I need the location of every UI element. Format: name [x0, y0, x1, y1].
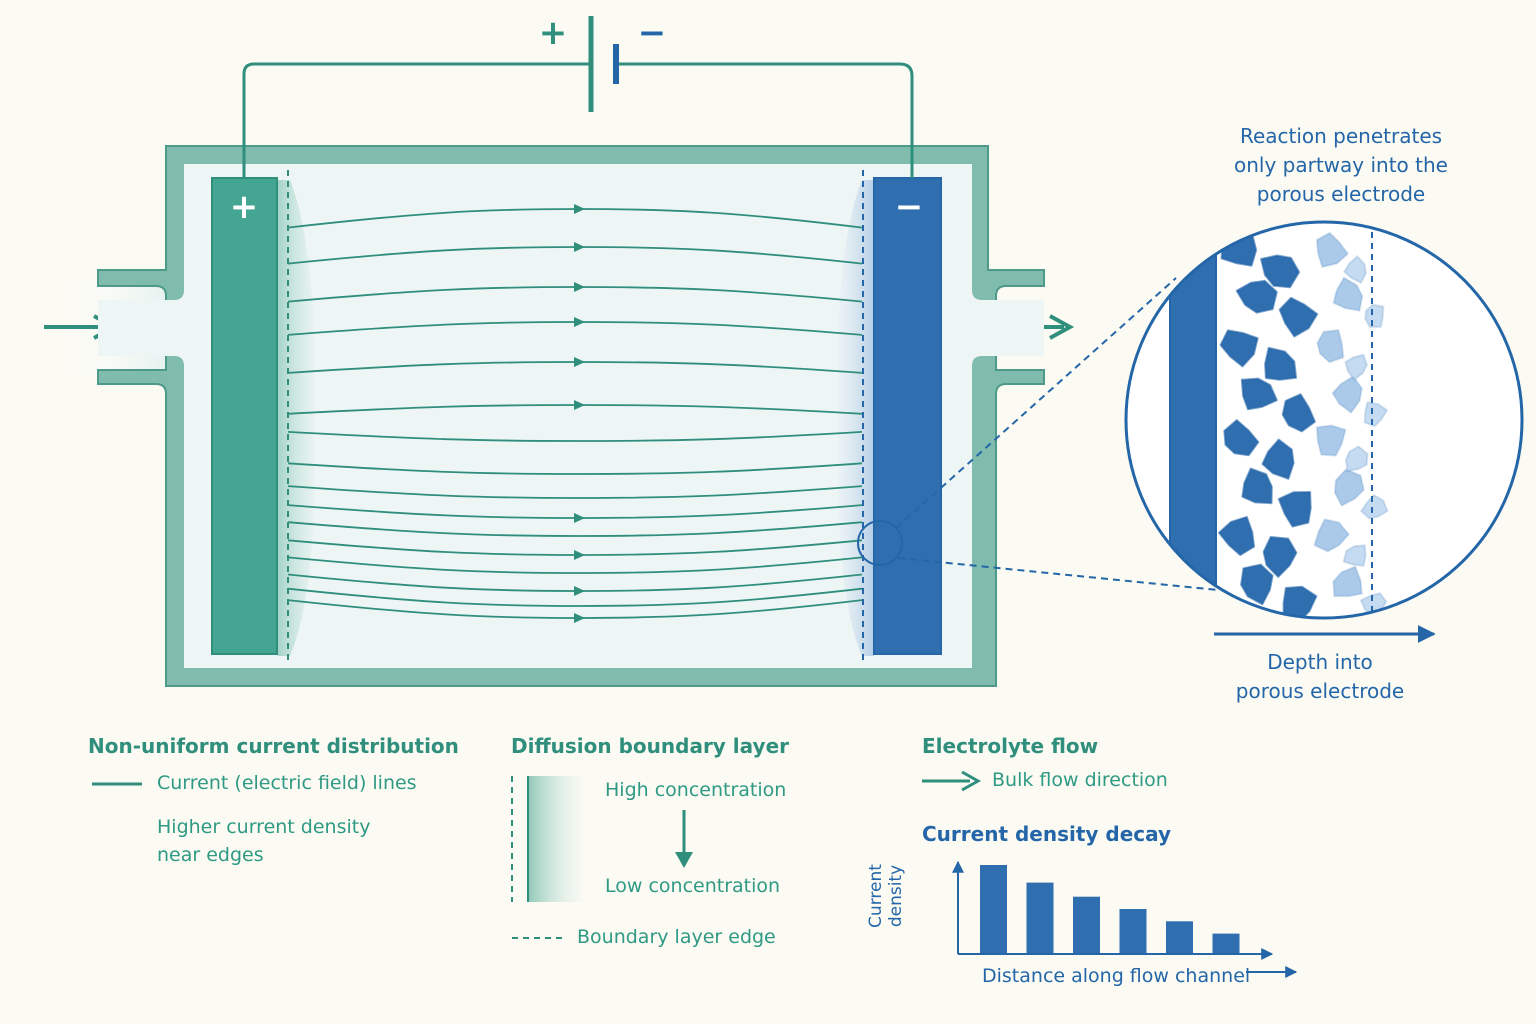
legend-flow-arrow-label: Bulk flow direction [992, 769, 1168, 791]
porous-particle [1264, 346, 1298, 381]
porous-particle [1333, 468, 1365, 507]
porous-electrode-inset [1124, 220, 1524, 620]
porous-particle [1282, 585, 1318, 618]
inset-caption-line: porous electrode [1256, 182, 1426, 206]
decay-bar [1166, 921, 1193, 953]
decay-y-label-line: Current [866, 864, 886, 928]
inset-caption-line: Reaction penetrates [1239, 124, 1443, 148]
porous-particle [1261, 438, 1295, 480]
current-line-arrowhead [574, 586, 585, 596]
current-line [287, 521, 863, 537]
porous-particle [1240, 377, 1278, 411]
porous-particle [1363, 401, 1389, 428]
legend-current-note-line: Higher current density [157, 816, 371, 838]
current-line-arrowhead [574, 400, 585, 410]
porous-particle [1344, 353, 1368, 381]
porous-particle [1277, 491, 1312, 528]
legend-flow-title: Electrolyte flow [922, 734, 1099, 758]
current-density-decay-chart [952, 860, 1298, 978]
current-line-arrowhead [574, 242, 585, 252]
porous-particle [1342, 544, 1367, 567]
inset-border [1124, 220, 1524, 620]
porous-particle [1219, 329, 1259, 368]
decay-y-label-line: density [886, 864, 906, 928]
porous-particle [1218, 515, 1256, 556]
legend-boundary-gradient [528, 776, 582, 902]
legend-current-line-label: Current (electric field) lines [157, 772, 417, 794]
negative-electrode [873, 177, 942, 655]
zoom-line-bottom [897, 557, 1219, 591]
legend-boundary-edge-label: Boundary layer edge [577, 926, 776, 948]
current-line [287, 556, 863, 574]
porous-particle [1343, 255, 1368, 284]
current-line-arrowhead [574, 550, 585, 560]
porous-particle [1278, 296, 1319, 338]
decay-bar [1212, 933, 1240, 953]
current-line [287, 431, 863, 442]
decay-bar [1119, 909, 1147, 953]
inset-electrode-plate [1169, 222, 1217, 618]
legend-current-note-line: near edges [157, 844, 264, 866]
decay-chart-title: Current density decay [922, 822, 1172, 846]
negative-wire [617, 62, 914, 178]
decay-bar [1026, 882, 1054, 953]
depth-axis-label-line: porous electrode [1235, 679, 1405, 703]
zoom-target-circle [857, 520, 903, 566]
depth-axis-label-line: Depth into [1267, 650, 1373, 674]
porous-particles [1218, 231, 1389, 618]
porous-particle [1315, 424, 1347, 457]
legend-high-concentration: High concentration [605, 779, 787, 801]
porous-particle [1332, 276, 1364, 312]
legend-boundary-title: Diffusion boundary layer [511, 734, 790, 758]
porous-particle [1313, 518, 1350, 553]
legend-concentration-arrow [675, 810, 693, 868]
porous-particle [1316, 329, 1345, 364]
porous-particle [1332, 565, 1363, 598]
porous-particle [1223, 419, 1260, 457]
positive-wire [242, 62, 590, 178]
battery-plus-sign: + [539, 13, 568, 53]
battery-minus-sign: − [638, 13, 667, 53]
inset-caption-line: only partway into the [1234, 153, 1448, 177]
decay-x-label: Distance along flow channel [982, 965, 1251, 987]
legend-low-concentration: Low concentration [605, 875, 781, 897]
porous-particle [1262, 536, 1298, 578]
depth-axis-label: Depth into porous electrode [1210, 648, 1430, 706]
decay-y-label: Current density [866, 846, 906, 946]
current-line-arrowhead [574, 357, 585, 367]
porous-particle [1241, 467, 1273, 505]
zoom-line-top [895, 277, 1177, 529]
legend-current-note: Higher current density near edges [157, 813, 370, 869]
current-lines [287, 204, 863, 623]
current-line-arrowhead [574, 513, 585, 523]
decay-bar [980, 865, 1007, 953]
positive-electrode-sign: + [230, 187, 259, 227]
porous-particle [1235, 279, 1278, 314]
negative-electrode-sign: − [895, 187, 924, 227]
porous-particle [1364, 303, 1385, 329]
inset-caption: Reaction penetrates only partway into th… [1196, 122, 1486, 209]
porous-particle [1344, 445, 1369, 473]
right-boundary-layer [837, 180, 874, 656]
porous-particle [1220, 232, 1258, 267]
porous-particle [1315, 231, 1349, 268]
current-line [287, 587, 863, 607]
decay-bar [1073, 896, 1100, 953]
porous-particle [1360, 494, 1389, 520]
current-line-arrowhead [574, 317, 585, 327]
porous-particle [1260, 254, 1301, 289]
porous-particle [1240, 563, 1274, 606]
current-line-arrowhead [574, 613, 585, 623]
current-line-arrowhead [574, 282, 585, 292]
positive-electrode [211, 177, 278, 655]
current-line [287, 462, 863, 475]
current-line-arrowhead [574, 204, 585, 214]
legend-current-title: Non-uniform current distribution [88, 734, 459, 758]
legend-flow-arrow [922, 770, 982, 792]
current-line [287, 485, 863, 499]
cell-tank-interior [98, 164, 1044, 668]
porous-particle [1281, 393, 1316, 433]
